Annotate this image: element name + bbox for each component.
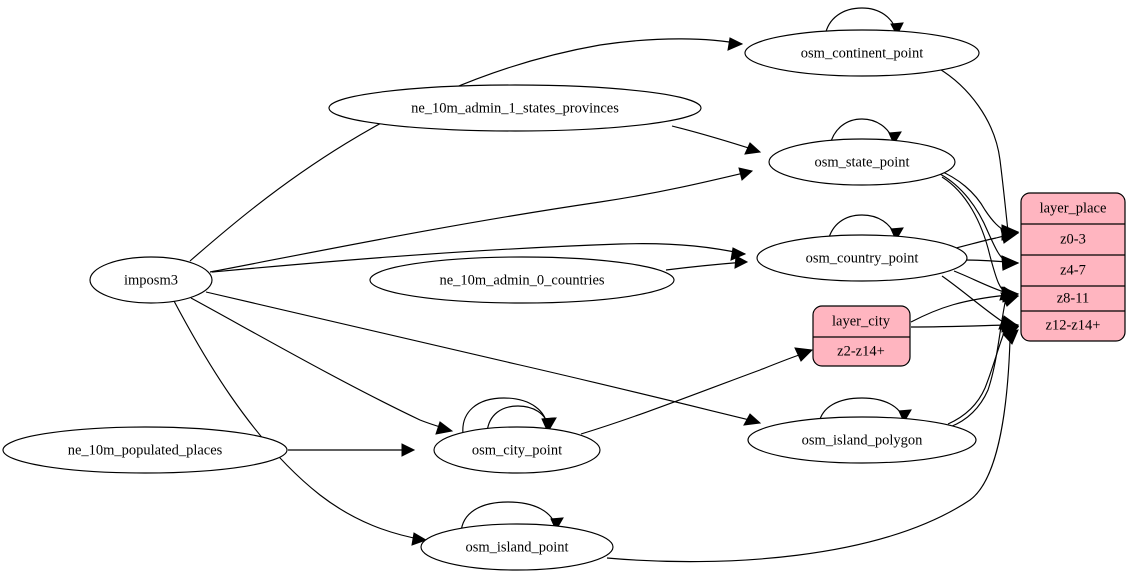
edge-self-loop-osm_continent_point xyxy=(824,7,904,37)
edge-self-loop-osm_island_point xyxy=(460,501,564,534)
record-field-layer_place-z0-3[interactable]: z0-3 xyxy=(1060,231,1086,247)
edge-imposm3-to-osm_island_polygon xyxy=(205,291,762,426)
record-field-layer_city-z2-z14plus[interactable]: z2-z14+ xyxy=(837,343,885,359)
node-label-osm_country_point: osm_country_point xyxy=(806,250,919,266)
node-label-osm_island_polygon: osm_island_polygon xyxy=(802,432,924,448)
node-ne_10m_populated_places[interactable]: ne_10m_populated_places xyxy=(2,426,288,474)
node-label-ne_10m_admin_1_states_provinces: ne_10m_admin_1_states_provinces xyxy=(411,100,619,116)
node-label-osm_state_point: osm_state_point xyxy=(814,154,909,170)
edge-osm_city_point-to-layer_city_z2 xyxy=(580,347,814,435)
nodes-layer: imposm3 ne_10m_admin_1_states_provinces … xyxy=(2,29,980,571)
node-ne_10m_admin_1_states_provinces[interactable]: ne_10m_admin_1_states_provinces xyxy=(328,84,702,132)
node-osm_country_point[interactable]: osm_country_point xyxy=(756,234,968,282)
edge-self-loop-osm_city_point-inner xyxy=(486,405,557,433)
edge-osm_country_point-to-layer_place_z0_3 xyxy=(955,228,1020,249)
node-label-imposm3: imposm3 xyxy=(124,272,178,288)
record-node-layer_city[interactable]: layer_city z2-z14+ xyxy=(812,305,911,367)
edge-imposm3-to-osm_state_point xyxy=(209,167,754,273)
edge-imposm3-to-osm_continent_point xyxy=(189,37,744,262)
record-node-layer_place[interactable]: layer_place z0-3 z4-7 z8-11 z12-z14+ xyxy=(1020,192,1126,342)
edge-ne_10m_admin_0_countries-to-osm_country_point xyxy=(665,255,749,271)
edge-imposm3-to-osm_city_point xyxy=(190,297,454,435)
node-label-osm_city_point: osm_city_point xyxy=(472,442,562,458)
node-label-osm_continent_point: osm_continent_point xyxy=(801,45,923,61)
edge-ne_10m_admin_1_states_provinces-to-osm_state_point xyxy=(671,125,762,155)
record-field-layer_place-z4-7[interactable]: z4-7 xyxy=(1060,262,1086,278)
node-osm_state_point[interactable]: osm_state_point xyxy=(768,138,956,186)
record-field-layer_city-title: layer_city xyxy=(832,313,891,329)
node-osm_island_point[interactable]: osm_island_point xyxy=(420,523,614,571)
node-label-ne_10m_admin_0_countries: ne_10m_admin_0_countries xyxy=(439,272,604,288)
node-osm_island_polygon[interactable]: osm_island_polygon xyxy=(747,416,977,464)
edge-self-loop-osm_state_point xyxy=(829,118,902,146)
node-osm_city_point[interactable]: osm_city_point xyxy=(433,426,601,474)
node-imposm3[interactable]: imposm3 xyxy=(89,256,213,304)
node-osm_continent_point[interactable]: osm_continent_point xyxy=(744,29,980,77)
edge-ne_10m_populated_places-to-osm_city_point xyxy=(288,443,416,457)
edge-osm_island_polygon-to-layer_place_z12 xyxy=(947,326,1020,425)
record-field-layer_place-z8-11[interactable]: z8-11 xyxy=(1057,290,1089,306)
edge-osm_island_polygon-to-layer_place_z8_11 xyxy=(949,292,1020,428)
node-label-osm_island_point: osm_island_point xyxy=(465,539,568,555)
node-ne_10m_admin_0_countries[interactable]: ne_10m_admin_0_countries xyxy=(369,256,675,304)
record-nodes-layer: layer_place z0-3 z4-7 z8-11 z12-z14+ lay… xyxy=(812,192,1126,367)
record-field-layer_place-title: layer_place xyxy=(1040,200,1107,216)
edge-imposm3-to-osm_island_point xyxy=(173,300,428,546)
edge-osm_island_point-to-layer_place_z12 xyxy=(606,329,1019,563)
edge-self-loop-osm_island_polygon xyxy=(818,397,912,424)
edges-layer xyxy=(173,7,1020,563)
record-field-layer_place-z12-z14plus[interactable]: z12-z14+ xyxy=(1046,317,1101,333)
edge-self-loop-osm_country_point xyxy=(827,214,904,242)
node-label-ne_10m_populated_places: ne_10m_populated_places xyxy=(68,442,223,458)
